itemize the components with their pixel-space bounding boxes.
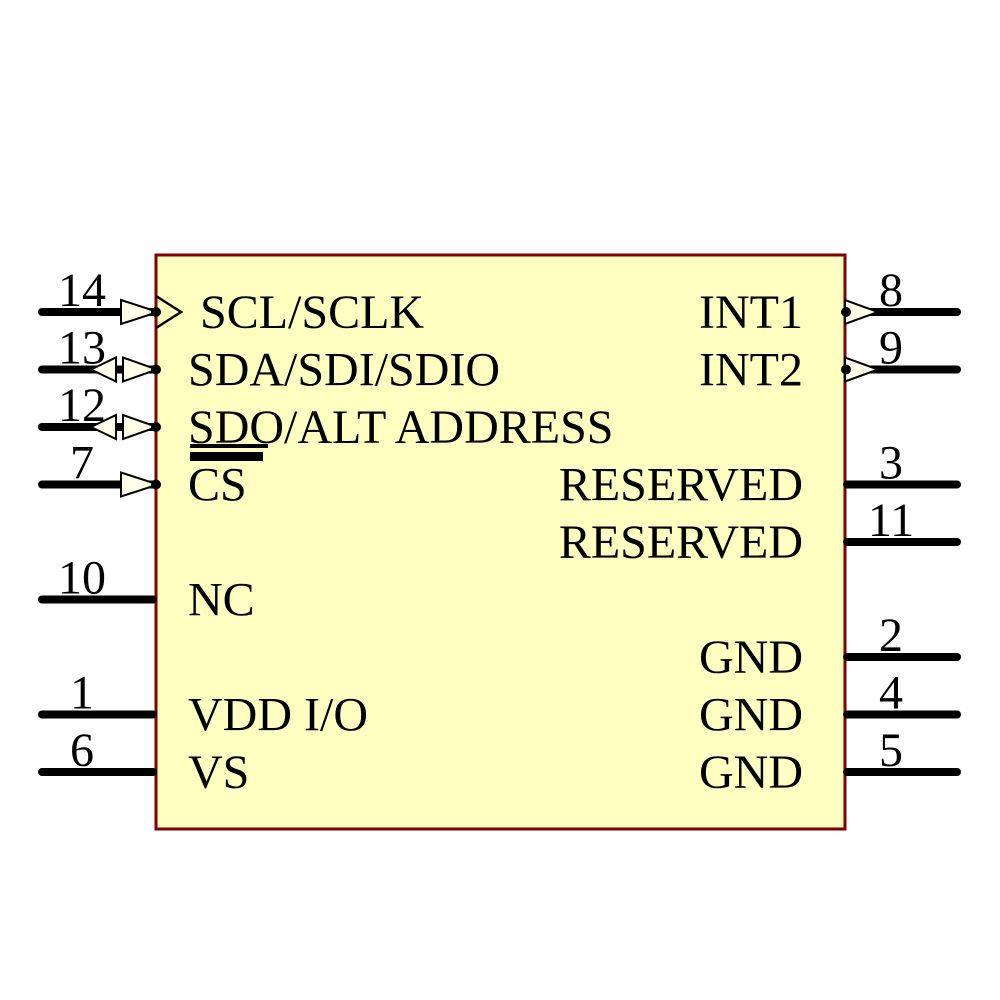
pin-wire — [843, 768, 961, 776]
pin-name-label: GND — [699, 689, 803, 742]
bidirectional-arrow-left-icon — [88, 355, 117, 384]
pin-2[interactable]: 2 GND — [699, 609, 961, 684]
pin-number: 11 — [868, 494, 914, 547]
pin-name-label: RESERVED — [559, 459, 803, 512]
pin-number: 5 — [879, 724, 903, 777]
pin-9[interactable]: 9 INT2 — [699, 322, 961, 397]
pin-wire — [38, 768, 157, 776]
pin-name-label: CS — [188, 459, 247, 512]
clock-icon — [155, 294, 184, 330]
pin-junction-dot — [841, 364, 851, 375]
pin-junction-dot — [151, 422, 161, 432]
pin-wire — [843, 538, 961, 546]
pin-junction-dot — [151, 307, 161, 317]
pin-5[interactable]: 5 GND — [699, 724, 961, 799]
pin-number: 2 — [879, 609, 903, 662]
pin-wire — [38, 595, 157, 604]
pin-number: 10 — [58, 552, 106, 605]
pin-junction-dot — [841, 307, 851, 317]
pin-wire — [843, 653, 961, 661]
pin-wire — [38, 710, 157, 719]
pin-8[interactable]: 8 INT1 — [699, 264, 961, 339]
pin-name-label: SCL/SCLK — [200, 286, 424, 339]
pin-11[interactable]: 11 RESERVED — [559, 494, 961, 569]
pin-number: 6 — [70, 724, 94, 777]
pin-name-label: INT1 — [699, 286, 803, 339]
input-arrow-icon — [120, 298, 162, 326]
pin-number: 8 — [879, 264, 903, 317]
pin-1[interactable]: 1 VDD I/O — [38, 667, 368, 742]
pin-number: 1 — [70, 667, 94, 720]
pin-3[interactable]: 3 RESERVED — [559, 437, 961, 512]
pin-number: 13 — [58, 322, 106, 375]
cs-overbar — [190, 452, 263, 461]
pin-6[interactable]: 6 VS — [38, 724, 249, 799]
pin-name-label: VDD I/O — [188, 689, 368, 742]
bidirectional-arrow-right-icon — [122, 413, 161, 441]
pin-name-label: VS — [188, 746, 249, 799]
component-body[interactable] — [154, 253, 847, 831]
pin-name-label: RESERVED — [559, 516, 803, 569]
pin-junction-dot — [151, 364, 161, 375]
pin-14[interactable]: 14 SCL/SCLK — [38, 264, 424, 339]
pin-wire — [843, 480, 961, 489]
pin-number: 9 — [879, 322, 903, 375]
input-arrow-icon — [120, 471, 162, 498]
sdo-underline — [190, 444, 268, 448]
pin-number: 12 — [58, 379, 106, 432]
pin-junction-dot — [151, 479, 161, 490]
pin-13[interactable]: 13 SDA/SDI/SDIO — [38, 322, 500, 397]
pin-7[interactable]: 7 CS — [38, 437, 263, 512]
pin-name-label: GND — [699, 631, 803, 684]
pin-wire — [843, 710, 961, 719]
bidirectional-arrow-right-icon — [122, 356, 161, 383]
pin-number: 3 — [879, 437, 903, 490]
pin-number: 14 — [58, 264, 106, 317]
pin-name-label: NC — [188, 574, 255, 627]
pin-10[interactable]: 10 NC — [38, 552, 255, 627]
pin-name-label: INT2 — [699, 344, 803, 397]
pin-number: 7 — [70, 437, 94, 490]
pin-name-label: SDA/SDI/SDIO — [188, 344, 500, 397]
bidirectional-arrow-left-icon — [88, 413, 117, 441]
pin-name-label: GND — [699, 746, 803, 799]
pin-4[interactable]: 4 GND — [699, 667, 961, 742]
pin-number: 4 — [879, 667, 903, 720]
